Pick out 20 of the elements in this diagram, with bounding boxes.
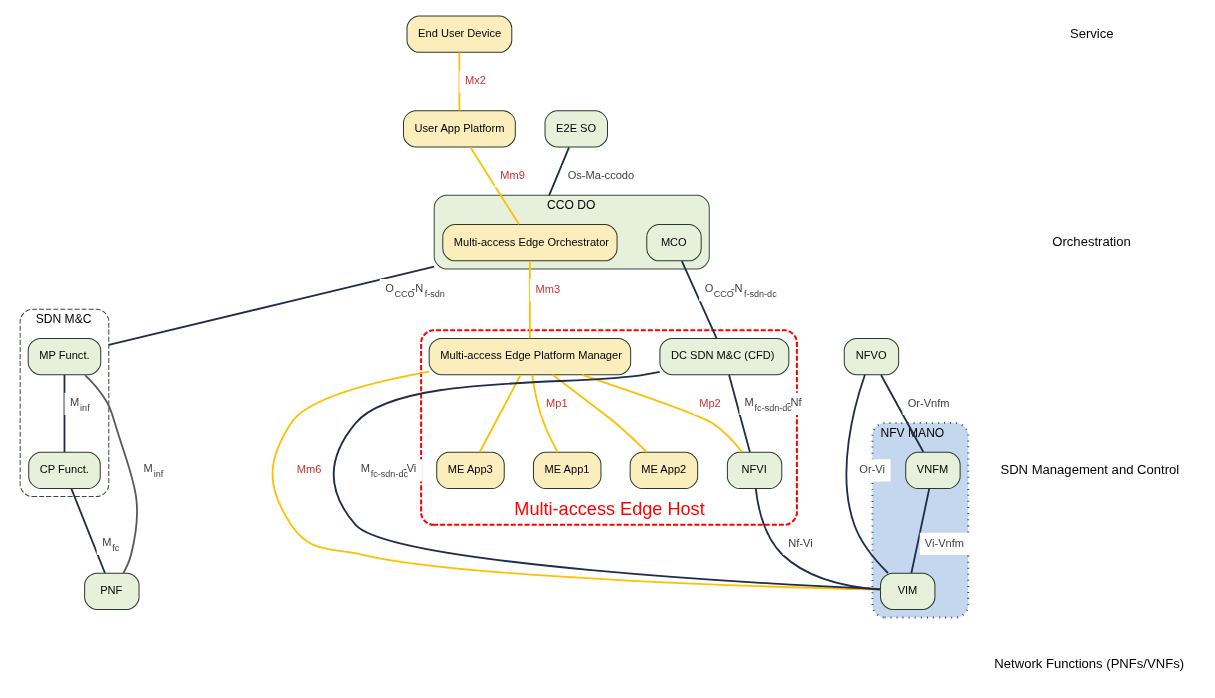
edge-label: Os-Ma-ccodo (567, 168, 635, 181)
edge-label: M$_{inf}$ (143, 461, 164, 479)
edge-label: Mp1 (546, 396, 568, 409)
edge-label: M$_{fc}$ (102, 535, 120, 553)
edge-label: Mp2 (699, 396, 721, 409)
label: SDN Management and Control (1000, 461, 1180, 477)
edge-label: Nf-Vi (788, 536, 813, 549)
label: Orchestration (1052, 233, 1131, 249)
edge-label: M$_{fc-sdn-dc}$-Vi (360, 461, 417, 479)
edge-label: Mx2 (464, 73, 486, 86)
edge-label: Or-Vnfm (907, 396, 950, 409)
edge-label: Mm6 (296, 462, 322, 475)
label: Service (1069, 25, 1114, 41)
label: Network Functions (PNFs/VNFs) (994, 655, 1185, 671)
edge-label: O$_{CCO}$-N$_{f-sdn-dc}$ (704, 281, 777, 299)
edge-label: O$_{CCO}$-N$_{f-sdn}$ (385, 281, 445, 299)
edge-label: Mm3 (535, 282, 561, 295)
edge-label: M$_{inf}$ (70, 395, 90, 413)
edge-label: Vi-Vnfm (924, 536, 965, 549)
edge-label: Mm9 (500, 168, 525, 181)
